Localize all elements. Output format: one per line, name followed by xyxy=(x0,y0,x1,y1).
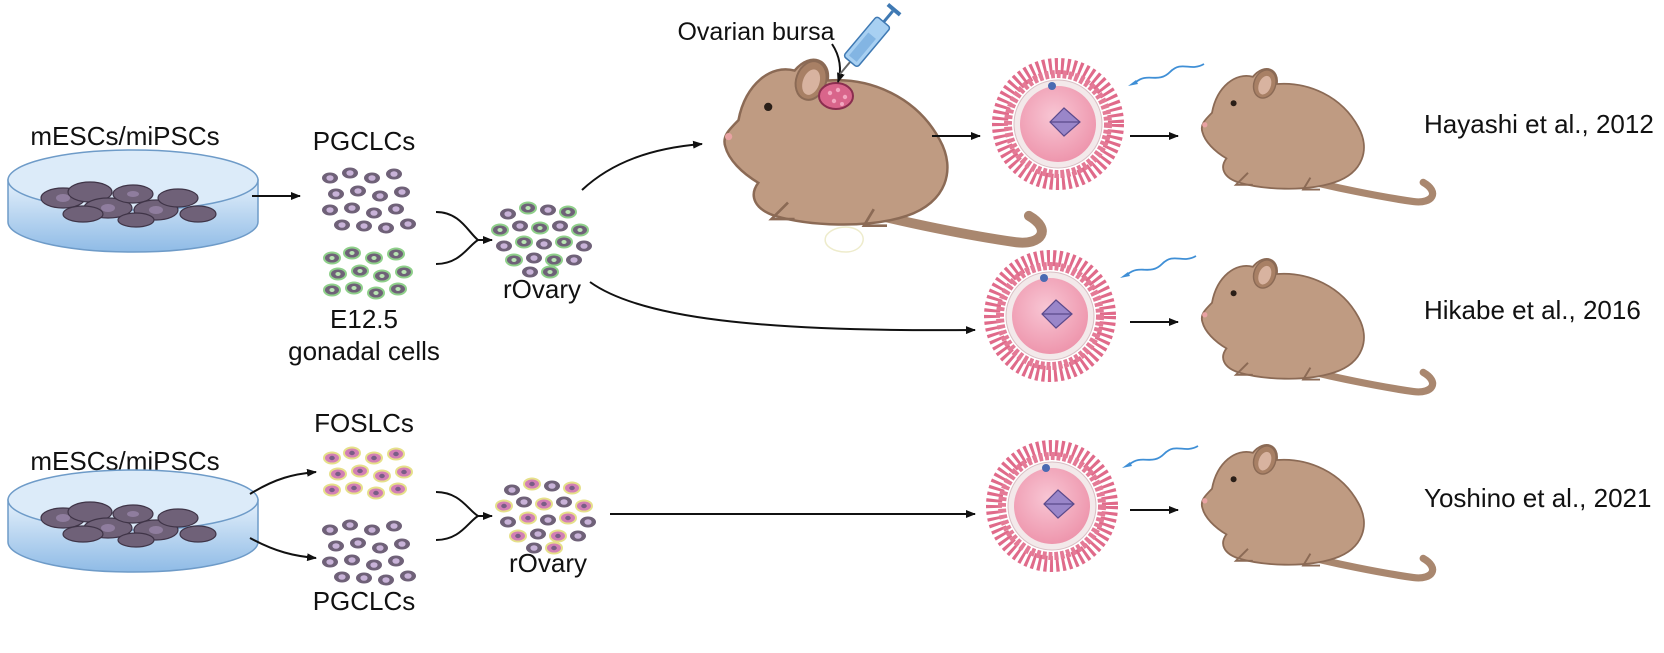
oocyte-top xyxy=(1000,64,1204,182)
pgclc-cluster-top xyxy=(322,168,416,234)
rovary-label-top: rOvary xyxy=(503,274,581,304)
ovarian-bursa-label: Ovarian bursa xyxy=(677,18,834,46)
offspring-mouse-bottom xyxy=(1202,443,1433,578)
pgclcs-label-bottom: PGCLCs xyxy=(313,586,416,616)
oocyte-middle xyxy=(992,256,1196,374)
merge-connector-top xyxy=(435,211,479,265)
reference-yoshino: Yoshino et al., 2021 xyxy=(1424,483,1651,513)
rovary-top xyxy=(492,203,592,278)
rovary-label-bottom: rOvary xyxy=(509,548,587,578)
source-label-top: mESCs/miPSCs xyxy=(30,121,219,151)
foslc-cluster xyxy=(324,448,412,499)
ovarian-bursa-pointer xyxy=(831,43,845,83)
gonadal-label-line1: E12.5 xyxy=(330,304,398,334)
gonadal-cell-cluster xyxy=(324,248,412,299)
foslcs-label: FOSLCs xyxy=(314,408,414,438)
reference-hayashi: Hayashi et al., 2012 xyxy=(1424,109,1654,139)
oocyte-bottom xyxy=(994,446,1198,564)
recipient-mouse xyxy=(724,57,1041,243)
faint-outline-shape xyxy=(824,226,864,253)
offspring-mouse-middle xyxy=(1202,257,1433,392)
offspring-mouse-top xyxy=(1202,67,1433,202)
ovarian-bursa-graft xyxy=(818,82,854,110)
pgclc-cluster-bottom xyxy=(322,520,416,586)
culture-dish-top xyxy=(7,149,259,253)
syringe-icon xyxy=(839,2,902,75)
arrow-dish-to-pgclcs-bottom xyxy=(249,537,317,562)
arrow-rovary-to-oocyte-middle xyxy=(589,281,976,335)
arrow-dish-to-foslcs xyxy=(249,468,317,495)
rovary-bottom xyxy=(496,479,596,554)
reference-hikabe: Hikabe et al., 2016 xyxy=(1424,295,1641,325)
gonadal-label-line2: gonadal cells xyxy=(288,336,440,366)
merge-connector-bottom xyxy=(435,491,479,541)
arrow-rovary-to-mouse xyxy=(581,140,703,191)
culture-dish-bottom xyxy=(7,469,259,573)
pgclcs-label-top: PGCLCs xyxy=(313,126,416,156)
